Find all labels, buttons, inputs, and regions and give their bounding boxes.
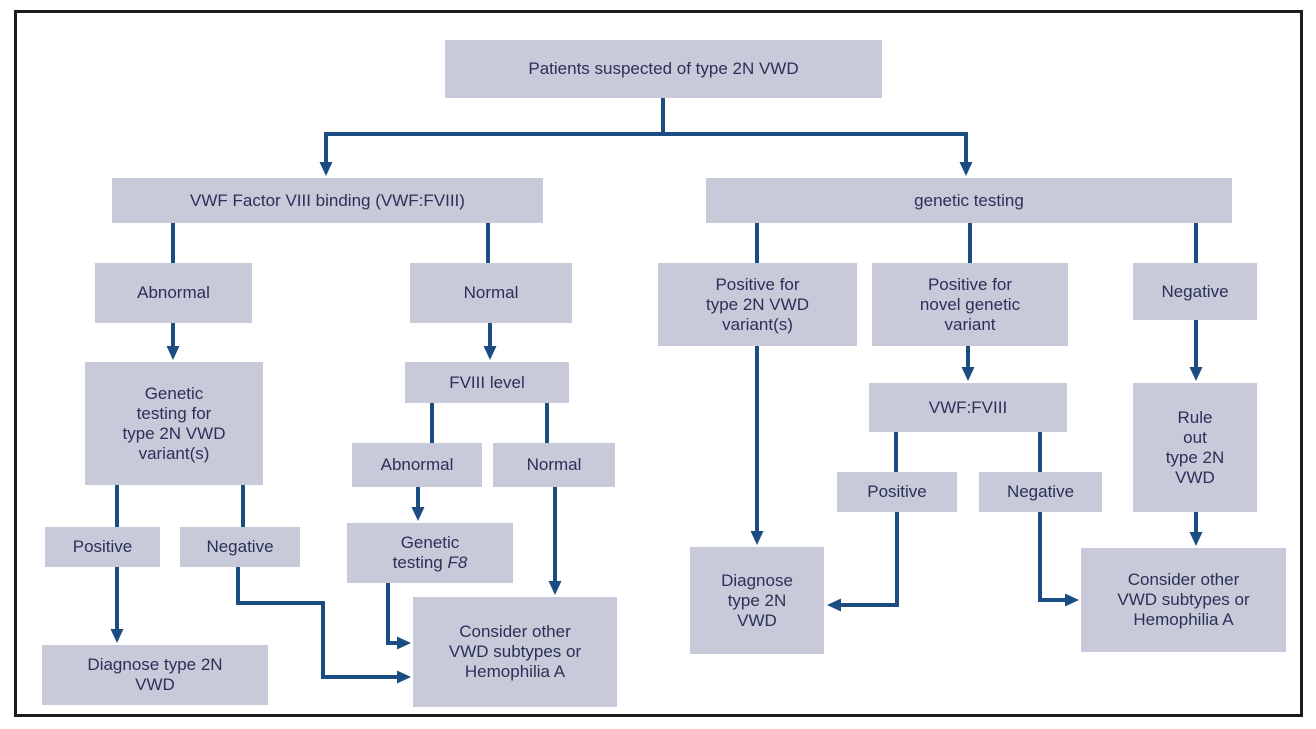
flow-node-rule-out-line: type 2N (1165, 447, 1225, 467)
arrowhead-branch-to-genetic-testing (959, 162, 973, 176)
flow-node-positive-left-line: Positive (72, 537, 133, 556)
flow-node-genetic-testing-2n-line: variant(s) (138, 443, 210, 463)
flow-node-negative-right: Negative (1133, 263, 1257, 320)
flow-node-diagnose-right-line: Diagnose (721, 570, 793, 590)
arrowhead-normal-to-fviii-level (483, 346, 497, 360)
arrowhead-positive-to-diagnose-left (110, 629, 124, 643)
flow-node-genetic-testing-line: genetic testing (914, 190, 1024, 210)
flow-node-positive-fviii-line: Positive (867, 482, 927, 501)
arrowhead-positive-novel-to-vwf-fviii (961, 367, 975, 381)
flow-node-genetic-testing-2n-line: Genetic (144, 383, 204, 403)
flow-node-abnormal-left: Abnormal (95, 263, 252, 323)
flow-node-diagnose-left-line: Diagnose type 2N (87, 655, 223, 674)
flow-node-consider-left-line: Consider other (459, 622, 571, 641)
flow-node-vwf-binding-line: VWF Factor VIII binding (VWF:FVIII) (190, 190, 465, 210)
flow-node-vwf-fviii: VWF:FVIII (869, 383, 1067, 432)
flow-node-positive-novel-line: variant (944, 314, 996, 334)
flow-node-fviii-level: FVIII level (405, 362, 569, 403)
flow-node-normal-left: Normal (410, 263, 572, 323)
flow-node-vwf-fviii-line: VWF:FVIII (928, 397, 1008, 417)
arrowhead-branch-to-vwf-binding (319, 162, 333, 176)
connector-negative-fviii-to-consider-right (1038, 512, 1067, 602)
arrowhead-abnormal-to-genetic-testing-f8 (411, 507, 425, 521)
flow-node-abnormal-mid-line: Abnormal (380, 455, 454, 474)
flow-node-patients-line: Patients suspected of type 2N VWD (528, 59, 799, 78)
flow-node-rule-out-line: Rule (1177, 407, 1213, 427)
connector-positive-fviii-to-diagnose-right (839, 512, 899, 607)
flow-node-normal-mid-line: Normal (526, 455, 582, 474)
flow-node-positive-2n-variants-line: type 2N VWD (706, 294, 809, 314)
flow-node-consider-right-line: Consider other (1127, 570, 1240, 589)
flow-node-diagnose-left-line: VWD (135, 675, 175, 694)
flow-node-diagnose-right-line: type 2N (727, 590, 787, 610)
flow-node-genetic-testing-2n-line: type 2N VWD (122, 423, 226, 443)
flow-node-consider-left-line: VWD subtypes or (448, 642, 582, 661)
flow-node-negative-left-line: Negative (206, 537, 274, 556)
flow-node-genetic-testing-f8-line: testing F8 (392, 553, 468, 572)
arrowhead-negative-left-to-consider (397, 670, 411, 684)
flow-node-positive-novel-line: Positive for (927, 274, 1013, 294)
flow-node-rule-out-line: VWD (1175, 467, 1215, 487)
flow-node-negative-left: Negative (180, 527, 300, 567)
connector-negative-left-to-consider (236, 567, 399, 679)
flow-node-patients: Patients suspected of type 2N VWD (445, 40, 882, 98)
arrowhead-positive-2n-to-diagnose-right (750, 531, 764, 545)
flow-node-abnormal-mid: Abnormal (352, 443, 482, 487)
flow-node-normal-mid: Normal (493, 443, 615, 487)
flow-node-fviii-level-line: FVIII level (449, 372, 525, 392)
flow-node-normal-left-line: Normal (463, 283, 519, 302)
flow-node-positive-2n-variants-line: Positive for (715, 274, 800, 294)
flowchart-border (14, 10, 1303, 717)
flow-node-genetic-testing: genetic testing (706, 178, 1232, 223)
arrowhead-abnormal-to-genetic-testing-2n (166, 346, 180, 360)
flow-node-positive-fviii: Positive (837, 472, 957, 512)
flow-node-negative-fviii: Negative (979, 472, 1102, 512)
flow-node-genetic-testing-f8-line: Genetic (400, 533, 460, 552)
arrowhead-negative-fviii-to-consider-right (1065, 593, 1079, 607)
flow-node-abnormal-left-line: Abnormal (137, 283, 210, 302)
flow-node-vwf-binding: VWF Factor VIII binding (VWF:FVIII) (112, 178, 543, 223)
flow-node-positive-left: Positive (45, 527, 160, 567)
flow-node-consider-left-line: Hemophilia A (464, 662, 566, 681)
flow-node-consider-right-line: VWD subtypes or (1117, 590, 1250, 609)
arrowhead-rule-out-to-consider-right (1189, 532, 1203, 546)
flow-node-rule-out-line: out (1183, 427, 1207, 447)
arrowhead-negative-right-to-rule-out (1189, 367, 1203, 381)
arrowhead-positive-fviii-to-diagnose-right (827, 598, 841, 612)
flow-node-positive-novel-line: novel genetic (919, 294, 1021, 314)
flow-node-positive-2n-variants-line: variant(s) (722, 314, 793, 334)
flow-node-consider-right-line: Hemophilia A (1133, 610, 1234, 629)
arrowhead-normal-mid-to-consider (548, 581, 562, 595)
flow-node-genetic-testing-2n-line: testing for (136, 403, 212, 423)
flow-node-negative-right-line: Negative (1161, 281, 1229, 301)
connector-genetic-testing-f8-to-consider (386, 583, 399, 645)
flow-node-negative-fviii-line: Negative (1006, 482, 1075, 501)
arrowhead-genetic-testing-f8-to-consider (397, 636, 411, 650)
flow-node-diagnose-right-line: VWD (737, 610, 777, 630)
